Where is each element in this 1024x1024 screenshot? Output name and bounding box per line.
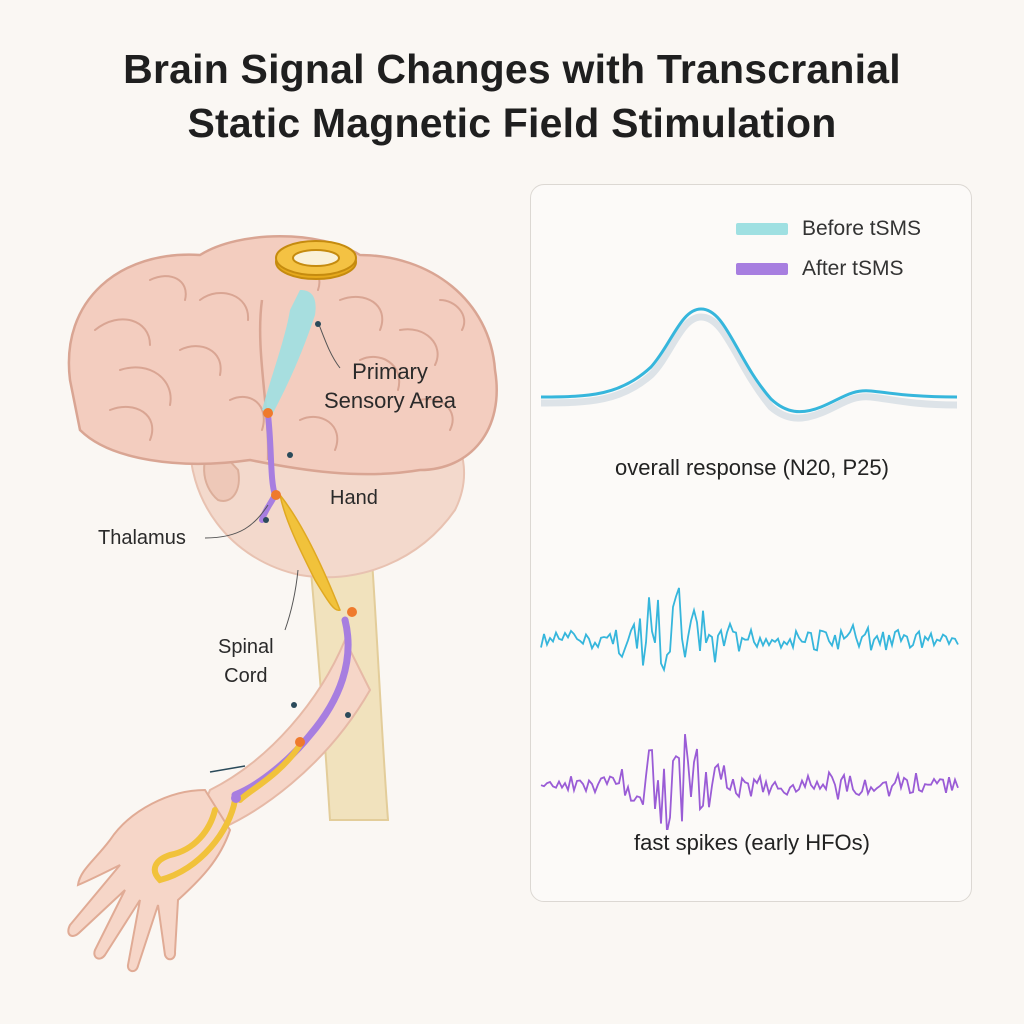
marker	[315, 321, 321, 327]
hfo-after-trace	[540, 734, 959, 830]
cortical-pathway	[262, 290, 316, 415]
caption-spikes: fast spikes (early HFOs)	[634, 830, 870, 855]
label-thalamus: Thalamus	[98, 527, 186, 549]
legend-before: Before tSMS	[736, 217, 921, 241]
label-primary-line2: Sensory Area	[323, 388, 457, 413]
label-spinal-line2: Cord	[224, 665, 268, 687]
marker	[263, 517, 269, 523]
label-spinal-line1: Spinal	[218, 636, 274, 658]
marker-tick	[209, 765, 246, 773]
legend-after: After tSMS	[736, 257, 904, 281]
marker	[291, 702, 297, 708]
leader-spinal	[284, 569, 299, 631]
waveform-before-shadow	[540, 313, 958, 422]
label-primary-line1: Primary	[352, 359, 428, 384]
node	[295, 737, 305, 747]
label-primary-sensory-area: Primary Sensory Area	[300, 357, 480, 415]
signal-panel: Before tSMS After tSMS overall response …	[530, 184, 972, 902]
caption-overall: overall response (N20, P25)	[615, 455, 889, 480]
marker	[345, 712, 351, 718]
node	[271, 490, 281, 500]
legend-swatch-before	[736, 223, 788, 235]
legend-label-before: Before tSMS	[802, 217, 922, 240]
legend-swatch-after	[736, 263, 788, 275]
anatomy-illustration	[67, 235, 498, 973]
hfo-waveform-after	[540, 734, 959, 830]
hfo-before-trace	[540, 587, 959, 673]
leader-thalamus	[204, 504, 269, 539]
legend-label-after: After tSMS	[802, 257, 904, 280]
waveform-overall	[540, 307, 958, 414]
node	[263, 408, 273, 418]
hfo-waveform-before	[540, 587, 959, 673]
overall-response-waveform	[540, 307, 958, 422]
magnet-ring-icon	[275, 240, 357, 280]
label-hand: Hand	[330, 487, 378, 509]
spinal-pathway-yellow	[279, 494, 341, 612]
label-spinal-cord: Spinal Cord	[218, 633, 274, 691]
arm-pathway-yellow	[151, 742, 303, 884]
page-title: Brain Signal Changes with Transcranial S…	[0, 42, 1024, 150]
marker	[287, 452, 293, 458]
title-line-2: Static Magnetic Field Stimulation	[187, 100, 837, 146]
node	[231, 793, 241, 803]
hand-icon	[67, 788, 232, 973]
node	[347, 607, 357, 617]
title-line-1: Brain Signal Changes with Transcranial	[123, 46, 901, 92]
